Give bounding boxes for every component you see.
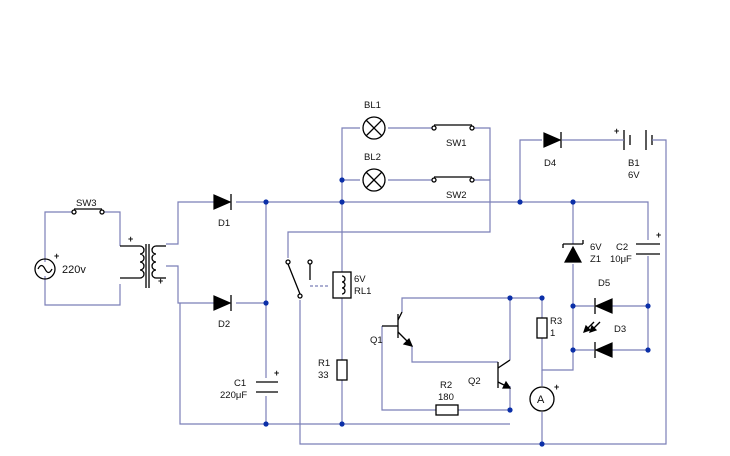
switch-sw3: SW3 [71,198,105,215]
svg-text:10μF: 10μF [610,254,632,265]
wire-q1-emitter [411,346,498,363]
transformer: + + [120,234,166,288]
switch-sw1: SW1 [431,124,475,149]
wire-source-top [44,211,121,262]
wire-bl2 [287,179,491,258]
svg-text:D2: D2 [218,319,230,330]
wire-right-net [520,201,649,306]
wire-led-bridge [572,305,649,351]
svg-text:6V: 6V [354,274,366,285]
battery-b1: + B1 6V [614,126,654,181]
transistor-q2: Q2 [468,359,512,389]
svg-text:R1: R1 [318,358,330,369]
svg-text:+: + [54,251,59,261]
junctions [263,177,651,447]
zener-z1: 6V Z1 [562,240,602,265]
svg-text:BL1: BL1 [364,100,381,111]
led-d3: D3 [583,321,626,358]
svg-text:+: + [274,368,279,378]
svg-text:C2: C2 [616,242,628,253]
wire-sec-top [166,201,214,245]
svg-text:33: 33 [318,370,329,381]
svg-text:A: A [537,394,545,406]
svg-text:D4: D4 [544,158,556,169]
diode-d1: D1 [213,194,232,229]
svg-text:C1: C1 [234,378,246,389]
ac-value: 220v [62,264,86,276]
svg-text:+: + [158,276,163,286]
svg-text:Q2: Q2 [468,376,481,387]
svg-text:B1: B1 [628,158,640,169]
wires [44,127,667,445]
svg-text:SW1: SW1 [446,138,467,149]
resistor-r1: R1 33 [318,358,348,381]
resistor-r3: R3 1 [536,316,562,339]
relay-coil-rl1: 6V RL1 [332,271,371,299]
wire-outer-loop [299,139,667,445]
svg-text:R3: R3 [550,316,562,327]
svg-text:6V: 6V [590,242,602,253]
svg-text:+: + [614,126,619,136]
svg-text:RL1: RL1 [354,286,371,297]
svg-text:220μF: 220μF [220,390,247,401]
svg-text:R2: R2 [440,380,452,391]
transistor-q1: Q1 [370,311,414,347]
wire-sec-bottom [166,265,214,304]
svg-text:+: + [656,230,661,240]
wire-source-bottom [44,276,121,306]
svg-text:BL2: BL2 [364,152,381,163]
capacitor-c1: + C1 220μF [220,368,279,401]
relay-contact [285,259,313,299]
ac-source: + 220v [34,251,86,280]
svg-text:1: 1 [550,328,555,339]
lamp-bl1: BL1 [362,100,386,140]
svg-text:D3: D3 [614,324,626,335]
switch-sw2: SW2 [431,176,475,201]
diode-d4: D4 [543,132,562,169]
wire-r3 [401,297,574,371]
capacitor-c2: + C2 10μF [610,230,661,265]
wire-d4 [519,139,618,202]
svg-text:D5: D5 [598,278,610,289]
diode-d2: D2 [213,295,232,330]
svg-text:+: + [554,382,559,392]
svg-text:SW2: SW2 [446,190,467,201]
svg-text:+: + [128,234,133,244]
svg-text:D1: D1 [218,218,230,229]
sw3-label: SW3 [76,198,97,209]
wire-positive-rail [236,201,520,304]
lamp-bl2: BL2 [362,152,386,192]
ammeter: A + [529,382,559,412]
svg-text:Z1: Z1 [590,254,601,265]
diode-d5: D5 [594,278,613,314]
resistor-r2: R2 180 [435,380,459,416]
wire-bl1 [341,127,491,202]
svg-text:180: 180 [438,392,454,403]
wire-bottom-rail [179,303,510,425]
svg-text:Q1: Q1 [370,335,383,346]
svg-text:6V: 6V [628,170,640,181]
